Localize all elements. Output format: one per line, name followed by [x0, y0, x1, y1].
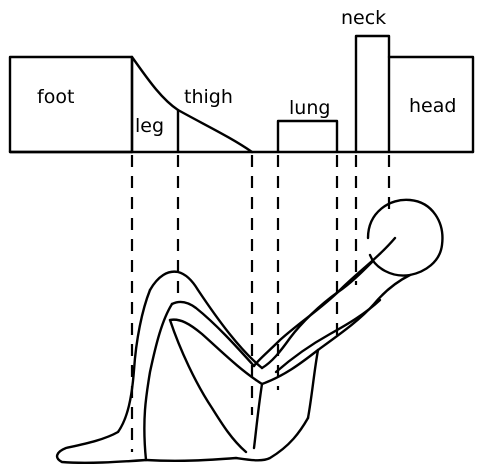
- label-head: head: [409, 95, 456, 117]
- reclining-figure: [57, 200, 442, 463]
- leg-block: [132, 57, 178, 152]
- thigh-block: [178, 110, 252, 152]
- label-lung: lung: [289, 97, 330, 119]
- projection-lines: [132, 155, 389, 452]
- label-neck: neck: [341, 7, 386, 29]
- figure-thigh-upper: [150, 272, 262, 368]
- neck-block: [356, 36, 389, 152]
- lung-block: [278, 121, 337, 152]
- figure-buttock: [146, 418, 308, 461]
- region-profile: [10, 36, 473, 152]
- region-labels: foot leg thigh lung neck head: [37, 7, 456, 137]
- label-leg: leg: [135, 115, 164, 137]
- figure-thigh-inner: [170, 320, 262, 384]
- label-thigh: thigh: [184, 86, 233, 108]
- figure-lower-back: [308, 350, 318, 418]
- figure-shin-front: [57, 290, 150, 463]
- figure-head: [368, 200, 442, 276]
- label-foot: foot: [37, 86, 74, 108]
- figure-calf: [144, 304, 172, 460]
- figure-seat: [254, 384, 262, 448]
